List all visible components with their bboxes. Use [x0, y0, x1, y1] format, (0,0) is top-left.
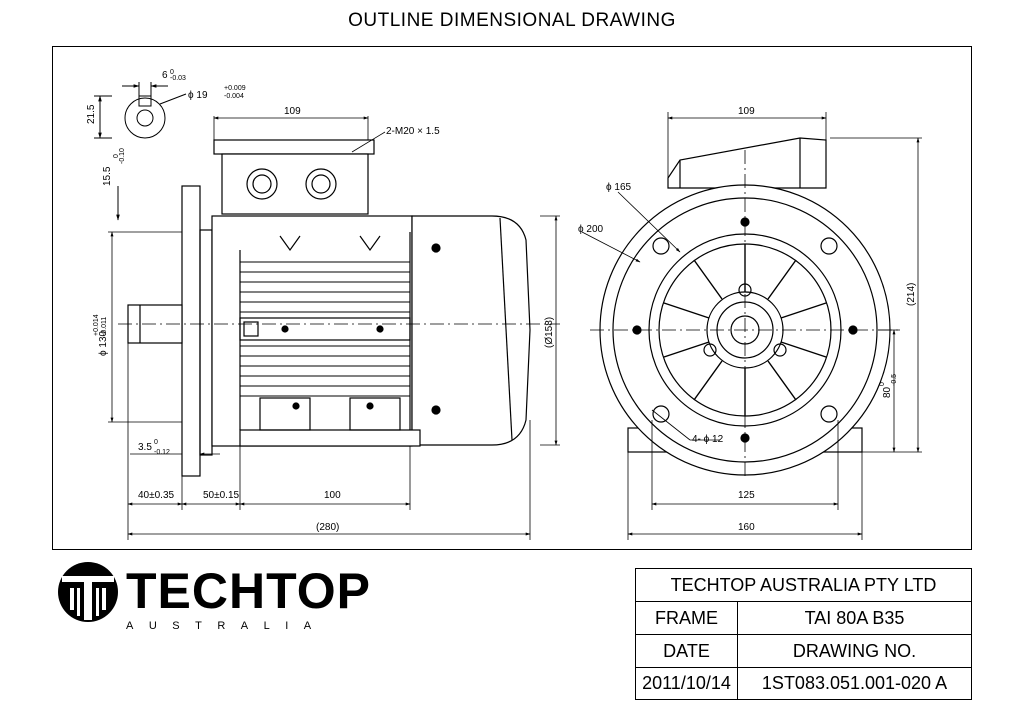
frame-value: TAI 80A B35 — [804, 607, 905, 628]
side-view — [118, 139, 560, 477]
keyway-width-tol: 0 — [170, 69, 174, 76]
end-view — [590, 137, 900, 480]
flange — [181, 185, 201, 477]
svg-text:-0.10: -0.10 — [119, 148, 126, 164]
title-block-frame-row: FRAME TAI 80A B35 — [636, 602, 971, 635]
end-terminal-box-width-label: 109 — [738, 106, 755, 117]
shaft-dia-tol: +0.009 — [224, 85, 246, 92]
brand-wordmark: TECHTOP — [126, 563, 371, 619]
title-block-date-row: DATE DRAWING NO. — [636, 635, 971, 668]
shaft-length-label: 40±0.35 — [138, 490, 175, 501]
foot-width-label: 160 — [738, 522, 755, 533]
svg-text:+0.014: +0.014 — [93, 314, 100, 336]
svg-text:-0.12: -0.12 — [154, 449, 170, 456]
brand-subtitle: AUSTRALIA — [126, 620, 327, 632]
date-value: 2011/10/14 — [636, 668, 738, 699]
end-dimensions — [581, 112, 922, 540]
flange-200-label: ϕ 200 — [578, 224, 604, 235]
centre-height-label: 80 — [882, 386, 893, 398]
title-block: TECHTOP AUSTRALIA PTY LTD FRAME TAI 80A … — [635, 568, 972, 700]
motor-foot — [239, 429, 421, 447]
drawing-no-label: DRAWING NO. — [792, 640, 917, 661]
flange-thickness-label: 3.5 — [138, 442, 152, 453]
cooling-fins — [240, 261, 410, 397]
foot-holes-label: 4- ϕ 12 — [692, 434, 724, 445]
svg-text:-0.004: -0.004 — [224, 93, 244, 100]
drawing-frame — [52, 46, 972, 550]
keyway-width-label: 6 — [162, 70, 168, 81]
title-block-company-row: TECHTOP AUSTRALIA PTY LTD — [636, 569, 971, 602]
foot-hole-spacing-label: 125 — [738, 490, 755, 501]
frame-label: FRAME — [636, 602, 738, 634]
drawing-no-value: 1ST083.051.001-020 A — [761, 673, 948, 693]
cable-entries-label: 2-M20 × 1.5 — [386, 126, 440, 137]
fan-cover — [411, 215, 531, 446]
keyway-detail — [94, 82, 187, 221]
drawing-title: OUTLINE DIMENSIONAL DRAWING — [348, 10, 676, 31]
techtop-logo-icon — [58, 562, 118, 622]
svg-text:-0.5: -0.5 — [891, 374, 898, 386]
svg-text:-0.011: -0.011 — [101, 317, 108, 336]
foot-spacing-label: 100 — [324, 490, 341, 501]
side-dimensions — [108, 116, 560, 540]
side-labels: 109 2-M20 × 1.5 ϕ 130 +0.014 -0.011 3.5 … — [93, 106, 555, 533]
company-name: TECHTOP AUSTRALIA PTY LTD — [670, 574, 937, 595]
key-height-label: 21.5 — [86, 104, 97, 124]
title-block-values-row: 2011/10/14 1ST083.051.001-020 A — [636, 668, 971, 699]
keyway-labels: 6 0 -0.03 ϕ 19 +0.009 -0.004 21.5 15.5 0… — [86, 69, 246, 186]
overall-length-label: (280) — [316, 522, 339, 533]
overall-height-label: (214) — [906, 283, 917, 306]
shaft-dia-label: ϕ 19 — [188, 90, 208, 101]
date-label: DATE — [636, 635, 738, 667]
spigot-dia-label: ϕ 130 — [98, 330, 109, 356]
terminal-box — [213, 139, 375, 155]
svg-text:0: 0 — [113, 154, 120, 158]
end-labels: 109 ϕ 165 ϕ 200 (214) 80 0 -0.5 4- ϕ 12 … — [578, 106, 917, 533]
body-dia-label: (Ø158) — [544, 317, 555, 348]
pcd-165-label: ϕ 165 — [606, 182, 632, 193]
svg-text:0: 0 — [879, 382, 886, 386]
svg-text:-0.03: -0.03 — [170, 75, 186, 82]
shaft-height-label: 15.5 — [102, 166, 113, 186]
foot-offset-label: 50±0.15 — [203, 490, 240, 501]
svg-text:0: 0 — [154, 439, 158, 446]
terminal-box-width-label: 109 — [284, 106, 301, 117]
